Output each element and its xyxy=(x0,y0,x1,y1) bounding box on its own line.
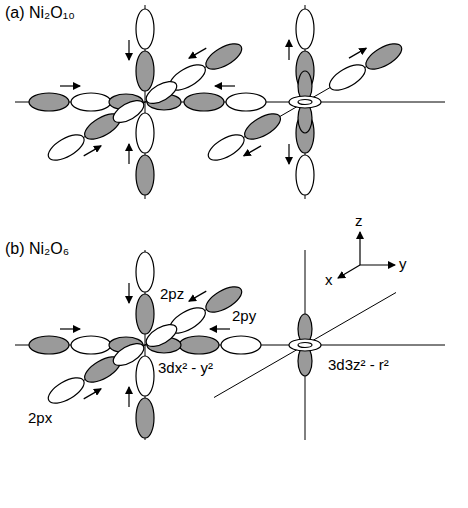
panel-title: (a) Ni₂O₁₀ xyxy=(5,4,75,22)
axis-label: y xyxy=(399,256,407,273)
orbital-label: 3d3z² - r² xyxy=(328,357,389,374)
orbital-label: 2px xyxy=(28,410,52,427)
orbital-label: 2py xyxy=(232,308,256,325)
axis-label: x xyxy=(325,272,333,289)
orbital-label: 2pz xyxy=(160,286,184,303)
panel-title: (b) Ni₂O₆ xyxy=(5,240,69,258)
axis-label: z xyxy=(355,213,363,230)
orbital-label: 3dx² - y² xyxy=(158,360,213,377)
